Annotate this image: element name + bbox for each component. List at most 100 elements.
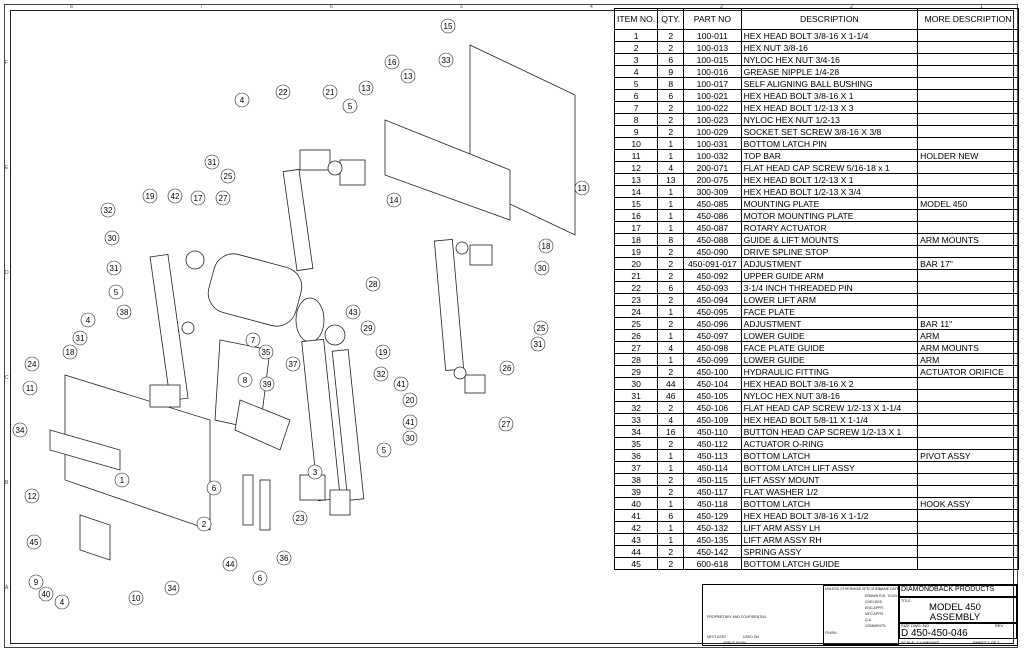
bom-description: BUTTON HEAD CAP SCREW 1/2-13 X 1: [740, 425, 919, 438]
bom-description: HYDRAULIC FITTING: [740, 365, 919, 378]
balloon-number: 32: [377, 370, 386, 379]
bom-more-description: ARM: [917, 353, 1019, 366]
bom-part-no: 450-092: [683, 269, 742, 282]
bom-part-no: 100-013: [683, 41, 742, 54]
bom-part-no: 450-085: [683, 197, 742, 210]
bom-more-description: [917, 557, 1019, 570]
bom-description: LOWER GUIDE: [740, 353, 919, 366]
part-balloon: 42: [167, 188, 183, 204]
bom-description: HEX NUT 3/8-16: [740, 41, 919, 54]
balloon-number: 43: [349, 308, 358, 317]
bom-description: FACE PLATE GUIDE: [740, 341, 919, 354]
balloon-circle: [128, 590, 144, 606]
name-col-label: NAME: [879, 587, 890, 591]
balloon-number: 29: [364, 324, 373, 333]
balloon-circle: [285, 356, 301, 372]
bom-part-no: 100-022: [683, 101, 742, 114]
bom-description: DRIVE SPLINE STOP: [740, 245, 919, 258]
qa-label: Q.A.: [865, 618, 873, 622]
bom-item-no: 21: [613, 269, 659, 282]
bom-item-no: 19: [613, 245, 659, 258]
balloon-circle: [26, 534, 42, 550]
adjustment-bar-17: [331, 349, 365, 501]
bom-part-no: 300-309: [683, 185, 742, 198]
bom-item-no: 31: [613, 389, 659, 402]
bom-item-no: 17: [613, 221, 659, 234]
company-name: DIAMONDBACK PRODUCTS: [901, 586, 995, 593]
part-balloon: 31: [530, 336, 546, 352]
bom-part-no: 450-142: [683, 545, 742, 558]
balloon-circle: [245, 332, 261, 348]
bom-part-no: 450-091-017: [683, 257, 742, 270]
zone-marker: F: [5, 60, 9, 66]
bom-more-description: HOOK ASSY: [917, 497, 1019, 510]
bom-more-description: [917, 53, 1019, 66]
balloon-number: 21: [326, 88, 335, 97]
bom-description: LIFT ARM ASSY RH: [740, 533, 919, 546]
col-header-qty: QTY.: [657, 8, 685, 30]
zone-marker: 7: [200, 4, 203, 10]
part-balloon: 40: [38, 586, 54, 602]
bom-part-no: 450-094: [683, 293, 742, 306]
bom-more-description: [917, 389, 1019, 402]
bom-qty: 2: [657, 41, 685, 54]
bom-description: 3-1/4 INCH THREADED PIN: [740, 281, 919, 294]
bom-part-no: 450-117: [683, 485, 742, 498]
balloon-number: 28: [369, 280, 378, 289]
bill-of-materials: ITEM NO. QTY. PART NO DESCRIPTION MORE D…: [613, 8, 1019, 570]
balloon-circle: [400, 68, 416, 84]
bom-header-row: ITEM NO. QTY. PART NO DESCRIPTION MORE D…: [613, 8, 1019, 30]
bom-qty: 8: [657, 233, 685, 246]
bom-description: ADJUSTMENT: [740, 317, 919, 330]
bom-part-no: 450-093: [683, 281, 742, 294]
spring-assy-right: [259, 479, 271, 531]
balloon-number: 44: [226, 560, 235, 569]
bom-item-no: 7: [613, 101, 659, 114]
balloon-circle: [402, 414, 418, 430]
part-balloon: 38: [116, 304, 132, 320]
balloon-circle: [498, 416, 514, 432]
bom-item-no: 12: [613, 161, 659, 174]
bom-item-no: 41: [613, 509, 659, 522]
part-balloon: 5: [342, 98, 358, 114]
bom-more-description: [917, 245, 1019, 258]
zone-marker: C: [5, 375, 9, 381]
bom-item-no: 38: [613, 473, 659, 486]
balloon-number: 27: [502, 420, 511, 429]
zone-marker: 6: [330, 4, 333, 10]
balloon-circle: [534, 260, 550, 276]
bom-more-description: [917, 425, 1019, 438]
part-balloon: 17: [190, 190, 206, 206]
bom-qty: 1: [657, 497, 685, 510]
balloon-number: 37: [289, 360, 298, 369]
balloon-circle: [142, 188, 158, 204]
bom-description: FLAT HEAD CAP SCREW 5/16-18 x 1: [740, 161, 919, 174]
bottom-latch-pivot: [234, 399, 291, 451]
bom-part-no: 450-087: [683, 221, 742, 234]
bom-qty: 1: [657, 329, 685, 342]
bom-part-no: 100-011: [683, 29, 742, 42]
checked-label: CHECKED: [865, 600, 883, 604]
bom-more-description: ARM: [917, 329, 1019, 342]
part-balloon: 11: [22, 380, 38, 396]
balloon-circle: [38, 586, 54, 602]
zone-marker: 5: [460, 4, 463, 10]
part-balloon: 34: [12, 422, 28, 438]
application-label: APPLICATION: [723, 641, 746, 645]
balloon-circle: [108, 284, 124, 300]
bom-qty: 1: [657, 461, 685, 474]
bom-more-description: [917, 125, 1019, 138]
bom-description: ADJUSTMENT: [740, 257, 919, 270]
balloon-number: 25: [537, 324, 546, 333]
bom-description: UPPER GUIDE ARM: [740, 269, 919, 282]
